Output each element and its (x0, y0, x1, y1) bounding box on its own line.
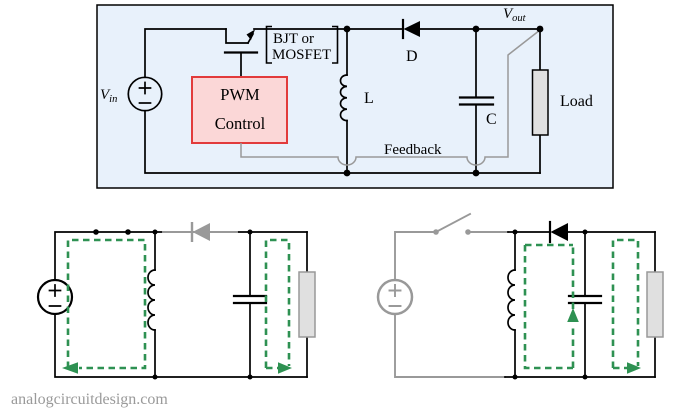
current-loop-path (264, 238, 291, 370)
load-resistor-icon (531, 69, 549, 136)
load (646, 231, 664, 378)
watermark-text: analogcircuitdesign.com (11, 391, 168, 408)
inductor-coil-icon (339, 74, 348, 122)
current-arrow-left-icon (62, 362, 78, 374)
ground-rail (144, 109, 541, 174)
junction-dots (152, 229, 253, 380)
capacitor-plates-icon (567, 294, 603, 305)
load-resistor-icon (298, 271, 316, 338)
capacitor-plates-icon (232, 294, 268, 305)
inductor-coil-icon (507, 269, 516, 331)
top-lead (394, 231, 437, 281)
junction-dots (343, 25, 544, 177)
load (298, 231, 316, 378)
capacitor-label: C (486, 111, 497, 128)
capacitor-plates-icon (458, 96, 495, 106)
current-arrow-right-icon (627, 362, 641, 374)
wire-source-to-switch (144, 28, 227, 79)
load-label: Load (560, 93, 593, 110)
plus-icon (138, 81, 152, 95)
plus-minus-icon (388, 284, 402, 307)
vout-label: Vout (503, 6, 527, 24)
diode-triangle-icon (403, 21, 420, 37)
switch-annotation: BJT or MOSFET (265, 25, 339, 64)
junction-dot (582, 374, 588, 380)
junction-dot (152, 374, 158, 380)
current-arrow-up-icon (567, 308, 579, 322)
inductor (507, 231, 516, 378)
junction-dot (247, 374, 253, 380)
junction-dot (512, 229, 518, 235)
cap-to-load-loop (264, 238, 292, 374)
switch-contact-dot (465, 229, 471, 235)
current-arrow-right-icon (278, 362, 292, 374)
open-switch (433, 212, 509, 235)
closed-switch (93, 229, 131, 235)
on-state-diagram (36, 222, 316, 380)
mosfet-switch (223, 28, 404, 78)
junction-dot (343, 25, 351, 33)
charging-current-loop (62, 238, 147, 374)
conducting-diode (548, 220, 568, 244)
schematic-panel (96, 4, 614, 189)
pwm-label-line1: PWM (220, 85, 260, 104)
inductor (147, 231, 156, 378)
vin-label: Vin (100, 87, 117, 105)
top-rail (54, 231, 308, 281)
load: Load (531, 28, 593, 174)
inactive-source (376, 231, 506, 378)
mosfet-arrow-icon (246, 29, 255, 40)
off-state-diagram (376, 212, 664, 380)
capacitor (232, 231, 268, 378)
junction-dots (512, 229, 588, 380)
inductor-coil-icon (147, 269, 156, 331)
load-resistor-icon (646, 271, 664, 338)
right-bracket-icon (332, 25, 339, 64)
switch-note-line1: BJT or (273, 31, 314, 47)
junction-dot (512, 374, 518, 380)
junction-dot (472, 25, 480, 33)
switch-note-line2: MOSFET (272, 47, 331, 63)
switch-contact-dot (125, 229, 131, 235)
feedback-wire (240, 29, 541, 166)
diode: D (401, 18, 541, 65)
junction-dot (152, 229, 158, 235)
current-loop-path (611, 238, 640, 370)
current-loop-path (523, 243, 575, 370)
feedback-label: Feedback (384, 142, 442, 158)
bottom-rail (54, 313, 308, 378)
junction-dot (343, 169, 351, 177)
pwm-label-line2: Control (215, 114, 266, 133)
pwm-control-block: PWM Control (191, 76, 288, 144)
junction-dot (582, 229, 588, 235)
diode-triangle-icon (550, 223, 568, 241)
capacitor (567, 231, 603, 378)
current-loop-path (66, 238, 147, 370)
diode-label: D (406, 48, 418, 65)
main-circuit: Vin BJT or MOSFET PWM Control (96, 4, 614, 189)
inactive-diode (162, 222, 238, 242)
junction-dot (536, 25, 544, 33)
cap-to-load-loop (611, 238, 641, 374)
feedback-path: Feedback (240, 29, 541, 166)
output-capacitor: C (458, 28, 497, 174)
mosfet-channel (225, 28, 249, 44)
junction-dot (472, 169, 480, 177)
switch-lever (434, 212, 472, 234)
switch-contact-dot (93, 229, 99, 235)
pwm-box (191, 76, 288, 144)
switch-contact-dot (433, 229, 439, 235)
junction-dot (247, 229, 253, 235)
diode-triangle-icon (192, 223, 210, 241)
discharge-loop (523, 243, 579, 370)
bottom-rail-gray (394, 313, 506, 378)
inductor-label: L (364, 90, 374, 107)
left-bracket-icon (265, 25, 272, 64)
plus-minus-icon (48, 284, 62, 307)
